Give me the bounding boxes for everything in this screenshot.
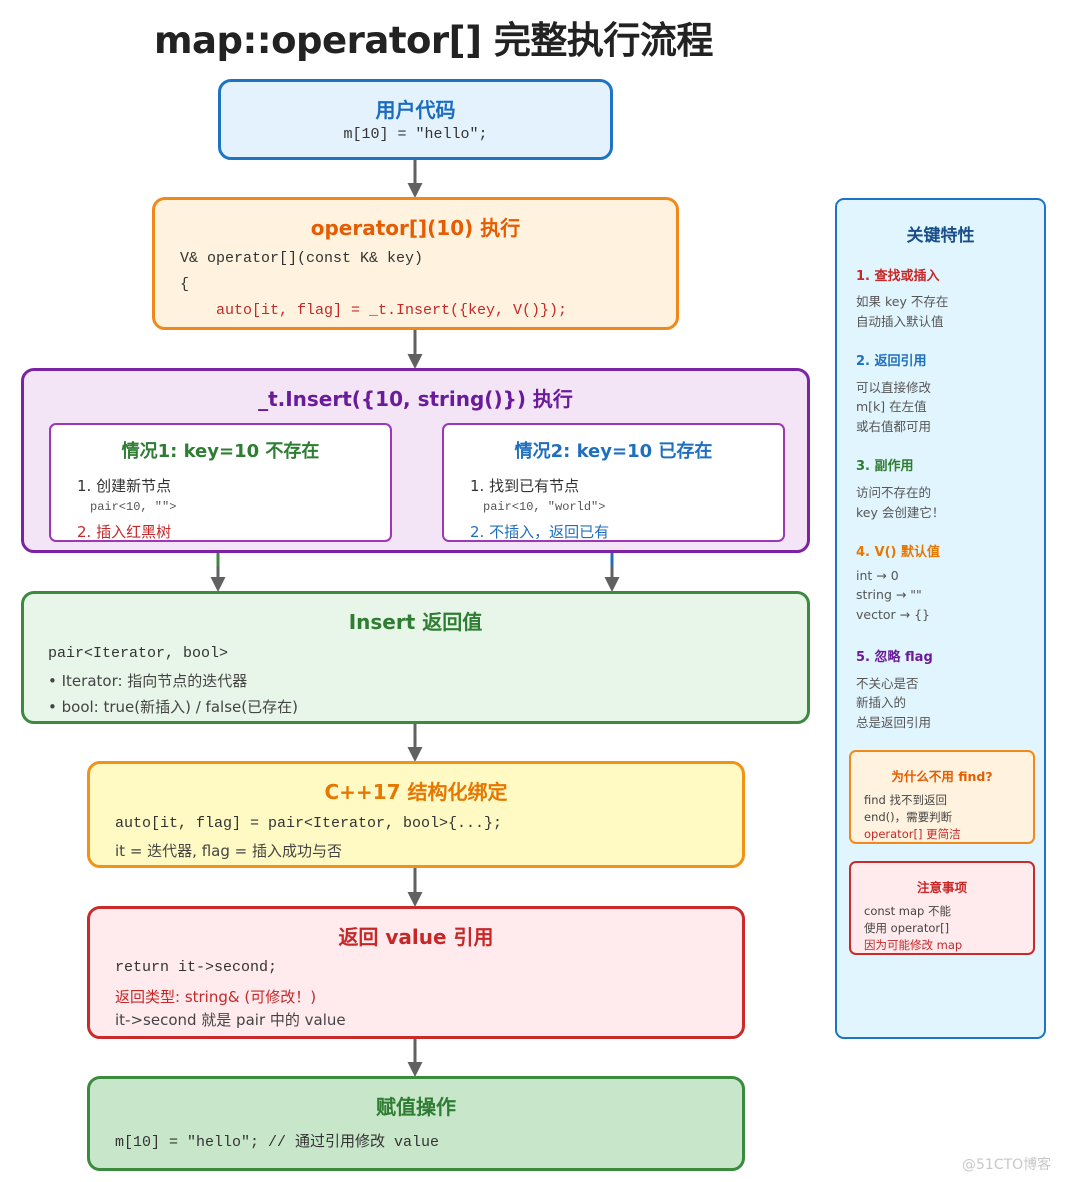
watermark: @51CTO博客 [962,1157,1052,1173]
caution-line-3: 因为可能修改 map [864,938,963,952]
assignment-code: m[10] = "hello"; // 通过引用修改 value [115,1134,440,1151]
feature-3-heading: 3. 副作用 [856,459,914,474]
feature-4-line-3: vector → {} [856,607,930,622]
feature-3-line-2: key 会创建它！ [856,505,945,520]
insert-box: _t.Insert({10, string()}) 执行 情况1: key=10… [21,368,810,553]
return-reference-code: return it->second; [115,959,278,976]
feature-4-line-2: string → "" [856,587,922,602]
case-2-step-2: 2. 不插入，返回已有 [470,523,610,541]
assignment-title: 赋值操作 [376,1095,456,1119]
assignment-box: 赋值操作 m[10] = "hello"; // 通过引用修改 value [87,1076,745,1171]
feature-4-line-1: int → 0 [856,568,899,583]
why-not-find-note: 为什么不用 find? find 找不到返回 end()，需要判断 operat… [849,750,1035,844]
why-not-find-line-1: find 找不到返回 [864,793,947,807]
feature-2-line-3: 或右值都可用 [856,419,932,434]
caution-note: 注意事项 const map 不能 使用 operator[] 因为可能修改 m… [849,861,1035,955]
operator-code-line-2: { [180,276,190,293]
structured-binding-title: C++17 结构化绑定 [324,780,508,804]
feature-4-heading: 4. V() 默认值 [856,545,940,560]
feature-2-heading: 2. 返回引用 [856,354,927,369]
caution-title: 注意事项 [916,880,967,895]
structured-binding-box: C++17 结构化绑定 auto[it, flag] = pair<Iterat… [87,761,745,868]
user-code-line: m[10] = "hello"; [343,126,488,143]
feature-5-line-3: 总是返回引用 [856,715,932,730]
operator-code-line-1: V& operator[](const K& key) [180,250,424,267]
case-1-step-2: 2. 插入红黑树 [77,523,172,541]
structured-binding-code: auto[it, flag] = pair<Iterator, bool>{..… [115,815,503,832]
return-reference-line-2: it->second 就是 pair 中的 value [115,1011,346,1029]
return-value-bullet-1: • Iterator: 指向节点的迭代器 [48,672,248,690]
operator-box: operator[](10) 执行 V& operator[](const K&… [152,197,679,330]
return-reference-box: 返回 value 引用 return it->second; 返回类型: str… [87,906,745,1039]
feature-5-line-1: 不关心是否 [856,676,919,691]
why-not-find-title: 为什么不用 find? [891,769,993,784]
why-not-find-line-2: end()，需要判断 [864,810,953,824]
user-code-box: 用户代码 m[10] = "hello"; [218,79,613,160]
why-not-find-line-3: operator[] 更简洁 [864,827,961,841]
feature-1-heading: 1. 查找或插入 [856,269,940,284]
return-reference-title: 返回 value 引用 [338,925,494,949]
key-features-panel: 关键特性 1. 查找或插入 如果 key 不存在 自动插入默认值 2. 返回引用… [835,198,1046,1039]
return-value-code: pair<Iterator, bool> [48,645,229,662]
return-value-title: Insert 返回值 [348,610,483,634]
feature-3-line-1: 访问不存在的 [856,485,932,500]
operator-code-line-3: auto[it, flag] = _t.Insert({key, V()}); [180,302,568,319]
key-features-title: 关键特性 [906,226,975,246]
page-title: map::operator[] 完整执行流程 [154,19,713,62]
feature-1-line-1: 如果 key 不存在 [856,294,949,309]
return-value-box: Insert 返回值 pair<Iterator, bool> • Iterat… [21,591,810,724]
user-code-title: 用户代码 [375,98,456,122]
operator-title: operator[](10) 执行 [310,216,521,240]
case-2-box: 情况2: key=10 已存在 1. 找到已有节点 pair<10, "worl… [442,423,785,542]
caution-line-2: 使用 operator[] [864,921,950,935]
insert-title: _t.Insert({10, string()}) 执行 [258,387,573,411]
return-value-bullet-2: • bool: true(新插入) / false(已存在) [48,698,298,716]
feature-5-line-2: 新插入的 [856,695,907,710]
case-2-pair: pair<10, "world"> [483,500,606,514]
case-2-title: 情况2: key=10 已存在 [514,441,713,462]
case-1-box: 情况1: key=10 不存在 1. 创建新节点 pair<10, ""> 2.… [49,423,392,542]
case-1-step-1: 1. 创建新节点 [77,477,172,495]
feature-2-line-2: m[k] 在左值 [856,399,927,414]
caution-line-1: const map 不能 [864,904,952,918]
case-2-step-1: 1. 找到已有节点 [470,477,580,495]
case-1-title: 情况1: key=10 不存在 [121,441,320,462]
case-1-pair: pair<10, ""> [90,500,177,514]
structured-binding-desc: it = 迭代器, flag = 插入成功与否 [115,842,342,860]
feature-2-line-1: 可以直接修改 [856,380,932,395]
feature-1-line-2: 自动插入默认值 [856,314,944,329]
feature-5-heading: 5. 忽略 flag [856,650,933,665]
return-reference-line-1: 返回类型: string& (可修改！) [115,988,317,1006]
